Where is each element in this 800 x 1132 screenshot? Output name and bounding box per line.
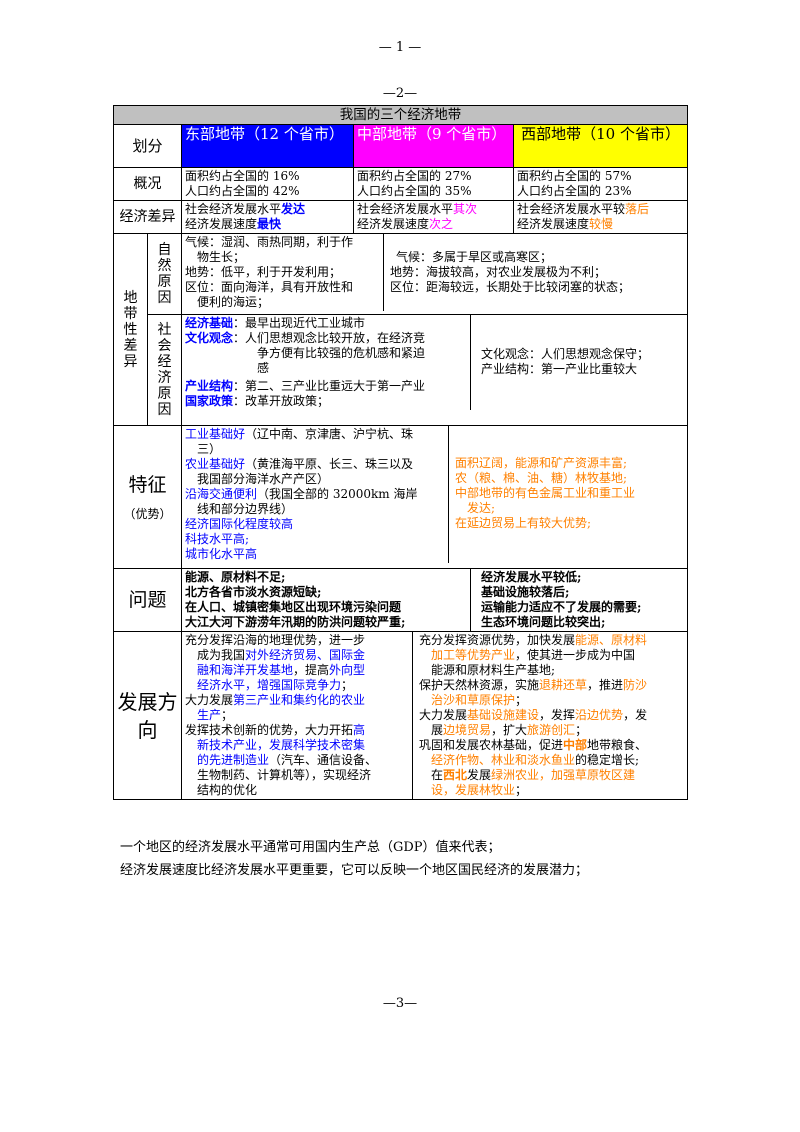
economy-mid: 社会经济发展水平其次 经济发展速度次之: [353, 200, 514, 234]
note-speed: 经济发展速度比经济发展水平更重要，它可以反映一个地区国民经济的发展潜力；: [120, 863, 589, 878]
note-gdp: 一个地区的经济发展水平通常可用国内生产总（GDP）值来代表；: [120, 840, 501, 855]
table-title: 我国的三个经济地带: [112, 105, 689, 125]
problems-label: 问题: [113, 568, 182, 632]
header-label: 划分: [113, 124, 182, 168]
social-east: 经济基础：最早出现近代工业城市 文化观念：人们思想观念比较开放，在经济竞 争方便…: [182, 315, 471, 410]
features-cell: 工业基础好（辽中南、京津唐、沪宁杭、珠 三） 农业基础好（黄淮海平原、长三、珠三…: [180, 425, 689, 569]
economy-label: 经济差异: [113, 200, 182, 234]
problems-east: 能源、原材料不足; 北方各省市淡水资源短缺; 在人口、城镇密集地区出现环境污染问…: [182, 569, 471, 631]
economic-zones-table: 我国的三个经济地带 划分 东部地带（12 个省市） 中部地带（9 个省市） 西部…: [112, 105, 689, 800]
header-mid: 中部地带（9 个省市）: [353, 124, 514, 168]
problems-cell: 能源、原材料不足; 北方各省市淡水资源短缺; 在人口、城镇密集地区出现环境污染问…: [180, 568, 689, 632]
overview-mid: 面积约占全国的 27%人口约占全国的 35%: [353, 167, 514, 201]
problems-west: 经济发展水平较低; 基础设施较落后; 运输能力适应不了发展的需要; 生态环境问题…: [481, 570, 642, 629]
natural-label: 自然原因: [147, 233, 182, 315]
natural-east: 气候：湿润、雨热同期，利于作 物生长； 地势：低平，利于开发利用； 区位：面向海…: [182, 234, 384, 311]
development-west: 充分发挥资源优势，加快发展能源、原材料 加工等优势产业，使其进一步成为中国 能源…: [419, 633, 648, 797]
header-west: 西部地带（10 个省市）: [512, 124, 689, 168]
social-label: 社会经济原因: [147, 314, 182, 426]
overview-west: 面积约占全国的 57%人口约占全国的 23%: [512, 167, 689, 201]
diff-label: 地带性差异: [113, 233, 148, 426]
natural-cell: 气候：湿润、雨热同期，利于作 物生长； 地势：低平，利于开发利用； 区位：面向海…: [180, 233, 689, 315]
page-number-top: — 1 —: [378, 40, 422, 55]
social-cell: 经济基础：最早出现近代工业城市 文化观念：人们思想观念比较开放，在经济竞 争方便…: [180, 314, 689, 426]
social-west: 文化观念：人们思想观念保守； 产业结构：第一产业比重较大: [481, 347, 650, 376]
economy-west: 社会经济发展水平较落后 经济发展速度较慢: [512, 200, 689, 234]
overview-label: 概况: [113, 167, 182, 201]
development-east: 充分发挥沿海的地理优势，进一步 成为我国对外经济贸易、国际金 融和海洋开发基地，…: [182, 632, 413, 799]
features-west: 面积辽阔，能源和矿产资源丰富; 农（粮、棉、油、糖）林牧基地; 中部地带的有色金…: [455, 456, 636, 530]
overview-east: 面积约占全国的 16%人口约占全国的 42%: [181, 167, 354, 201]
development-cell: 充分发挥沿海的地理优势，进一步 成为我国对外经济贸易、国际金 融和海洋开发基地，…: [180, 631, 689, 800]
natural-west: 气候：多属于旱区或高寒区； 地势：海拔较高，对农业发展极为不利； 区位：距海较远…: [390, 250, 631, 294]
development-label: 发展方向: [113, 631, 182, 800]
features-east: 工业基础好（辽中南、京津唐、沪宁杭、珠 三） 农业基础好（黄淮海平原、长三、珠三…: [182, 426, 449, 563]
features-label-cell: 特征 （优势）: [113, 425, 182, 569]
features-label: 特征: [128, 473, 167, 496]
header-east: 东部地带（12 个省市）: [181, 124, 354, 168]
economy-east: 社会经济发展水平发达 经济发展速度最快: [181, 200, 354, 234]
page-number-mid: —2—: [382, 86, 418, 101]
page-number-bottom: —3—: [382, 996, 418, 1011]
features-sub: （优势）: [123, 506, 172, 521]
